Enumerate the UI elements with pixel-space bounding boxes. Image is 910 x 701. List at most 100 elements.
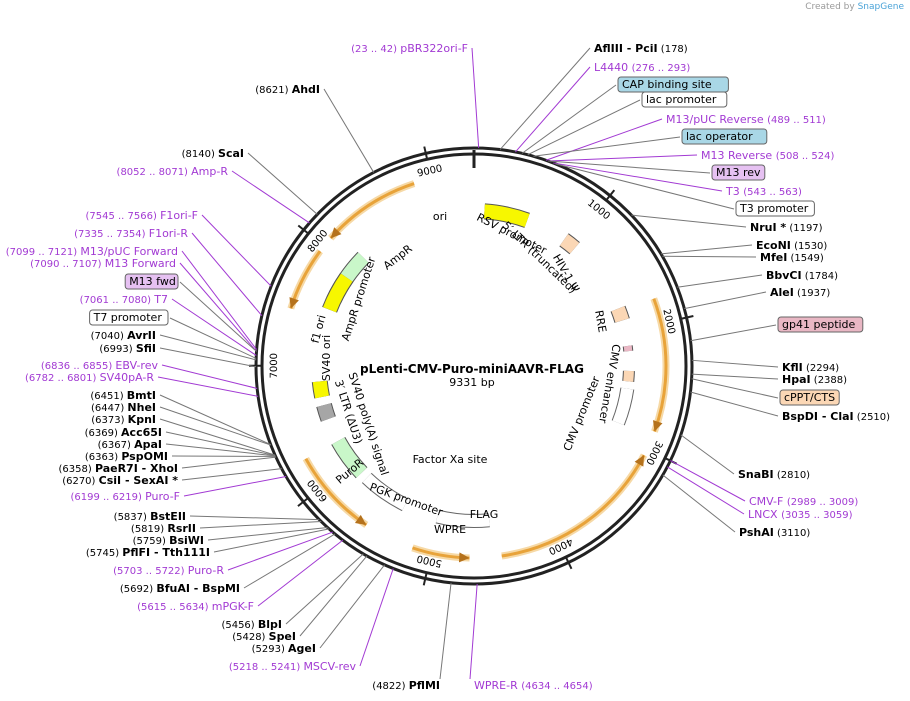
leader-puro-f xyxy=(183,475,287,497)
site-pshai: PshAI (3110) xyxy=(739,526,810,539)
leader-cap-binding-site xyxy=(521,84,617,154)
leader-spei xyxy=(299,555,368,637)
site-econi: EcoNI (1530) xyxy=(756,239,827,252)
outer-features xyxy=(287,180,670,563)
feature-box xyxy=(681,128,768,145)
primer-range: (5615 .. 5634) xyxy=(137,602,212,613)
rre-block xyxy=(611,306,629,323)
feature-cppt-cts: cPPT/CTS xyxy=(779,389,840,406)
site-name: PflMI xyxy=(409,679,440,692)
primer-name: F1ori-R xyxy=(149,227,189,240)
site-text: (5837) BstEII xyxy=(114,510,186,523)
leader-blpi xyxy=(285,553,364,625)
primer-range: (489 .. 511) xyxy=(767,115,826,126)
primer-text: (6782 .. 6801) SV40pA-R xyxy=(25,371,154,384)
primer-name: EBV-rev xyxy=(115,359,158,372)
site-position: (5745) xyxy=(86,548,122,559)
leader-wpre-r xyxy=(469,583,478,680)
primer-range: (7335 .. 7354) xyxy=(74,229,149,240)
primer-name: LNCX xyxy=(748,508,781,521)
site-position: (6447) xyxy=(91,403,127,414)
site-text: (5293) AgeI xyxy=(252,642,316,655)
flag-label: FLAG xyxy=(470,508,499,521)
site-position: (8621) xyxy=(255,85,291,96)
leader-t7 xyxy=(171,298,257,356)
f1-outer-arc-head xyxy=(289,297,299,309)
feature-lac-promoter: lac promoter xyxy=(641,91,728,108)
primer-name: SV40pA-R xyxy=(100,371,155,384)
primer-text: (7545 .. 7566) F1ori-F xyxy=(85,209,198,222)
leader-m13-puc-forward xyxy=(181,250,258,350)
site-nrui: NruI * (1197) xyxy=(750,221,823,234)
feature-name: gp41 peptide xyxy=(782,318,856,331)
leader-puro-r xyxy=(227,531,333,571)
site-position: (8140) xyxy=(182,149,218,160)
site-name: PshAI xyxy=(739,526,774,539)
leader-mpgk-f xyxy=(257,539,344,607)
site-name: BbvCI xyxy=(766,269,802,282)
leader-f1ori-f xyxy=(201,214,272,287)
plasmid-name: pLenti-CMV-Puro-miniAAVR-FLAG xyxy=(360,362,584,376)
tick-2000 xyxy=(680,315,694,320)
site-afliii: AflIII - PciI (178) xyxy=(594,42,688,55)
site-position: (6373) xyxy=(91,415,127,426)
primer-lncx: LNCX (3035 .. 3059) xyxy=(748,508,853,521)
site-spei: (5428) SpeI xyxy=(232,630,296,643)
leader-bspdi xyxy=(690,391,779,417)
primer-name: WPRE-R xyxy=(474,679,521,692)
site-name: BspDI xyxy=(782,410,818,423)
leader-bsiwi xyxy=(207,527,328,541)
pgk-fill xyxy=(362,473,408,511)
site-name-2: - BspMI xyxy=(190,582,240,595)
ori-block xyxy=(483,204,530,228)
amp-outer-arc-head xyxy=(330,227,342,239)
primer-t7: (7061 .. 7080) T7 xyxy=(80,293,168,306)
leader-kpni xyxy=(159,418,276,456)
tick-5000 xyxy=(422,572,428,586)
leader-ahdi xyxy=(323,88,375,173)
site-position: (6369) xyxy=(85,428,121,439)
primer-m13-reverse: M13 Reverse (508 .. 524) xyxy=(701,149,834,162)
site-name: AflIII xyxy=(594,42,623,55)
tick-8000 xyxy=(297,224,310,235)
puro-region-arc-1-head xyxy=(634,455,645,467)
site-position: (5819) xyxy=(131,524,167,535)
tick-1000 xyxy=(605,189,616,201)
leader-paer7i xyxy=(181,456,277,469)
primer-range: (6199 .. 6219) xyxy=(70,492,145,503)
primer-range: (276 .. 293) xyxy=(632,63,691,74)
primer-name: Amp-R xyxy=(191,165,228,178)
leader-agei xyxy=(319,564,385,649)
site-text: EcoNI (1530) xyxy=(756,239,827,252)
site-name-2: - Tth111I xyxy=(150,546,210,559)
site-name-2: - XhoI xyxy=(138,462,178,475)
tick-label-7000: 7000 xyxy=(269,353,280,378)
site-position: (6363) xyxy=(85,452,121,463)
feature-name: CAP binding site xyxy=(622,78,712,91)
site-name: EcoNI xyxy=(756,239,791,252)
site-pspomi: (6363) PspOMI xyxy=(85,450,168,463)
primer-ebv-rev: (6836 .. 6855) EBV-rev xyxy=(41,359,159,372)
site-name: HpaI xyxy=(782,373,811,386)
site-pflfi: (5745) PflFI - Tth111I xyxy=(86,546,210,559)
leader-amp-r xyxy=(231,170,310,224)
site-text: (5759) BsiWI xyxy=(133,534,204,547)
site-name: NheI xyxy=(127,401,156,414)
site-name: AvrII xyxy=(127,329,156,342)
tick-4000 xyxy=(564,556,573,570)
rsv-block xyxy=(559,234,580,254)
site-name: BmtI xyxy=(127,389,156,402)
site-name-2: - ClaI xyxy=(818,410,854,423)
leader-nhei xyxy=(159,406,272,446)
sv40ori-label: SV40 ori xyxy=(320,335,333,381)
leader-kfli xyxy=(691,359,779,368)
site-name: AleI xyxy=(770,286,794,299)
site-text: (6363) PspOMI xyxy=(85,450,168,463)
primer-f1ori-r: (7335 .. 7354) F1ori-R xyxy=(74,227,188,240)
feature-t3-promoter: T3 promoter xyxy=(735,200,815,217)
leader-bfuai xyxy=(243,533,336,589)
site-text: AleI (1937) xyxy=(770,286,830,299)
site-pflmi: (4822) PflMI xyxy=(372,679,440,692)
primer-name: mPGK-F xyxy=(212,600,254,613)
